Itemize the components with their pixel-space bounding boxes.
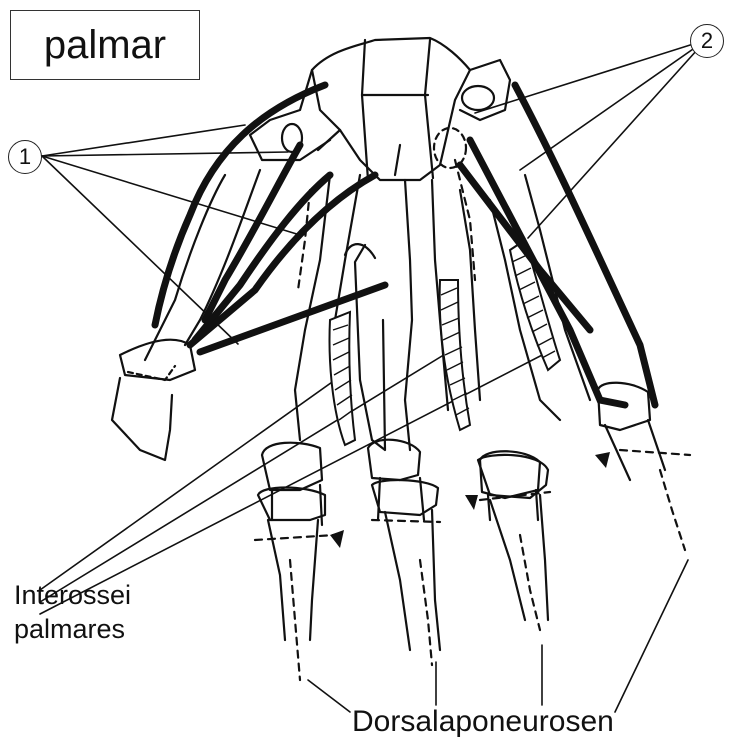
label-dorsalaponeurosen: Dorsalaponeurosen — [352, 705, 614, 739]
label-interossei-line1: Interossei — [14, 578, 131, 612]
label-interossei-palmares: Interossei palmares — [14, 578, 131, 646]
marker-1-text: 1 — [19, 144, 31, 170]
marker-2: 2 — [690, 24, 724, 58]
marker-2-text: 2 — [701, 28, 713, 54]
label-interossei-line2: palmares — [14, 612, 131, 646]
distal-phalanges — [258, 455, 548, 650]
view-title-box: palmar — [10, 10, 200, 80]
view-title: palmar — [44, 25, 166, 65]
marker-1: 1 — [8, 140, 42, 174]
joint-outlines — [255, 160, 690, 680]
arrowheads — [330, 452, 610, 548]
thumb-bones — [112, 170, 260, 460]
tendons — [155, 85, 655, 405]
interossei-hatching — [330, 240, 560, 445]
